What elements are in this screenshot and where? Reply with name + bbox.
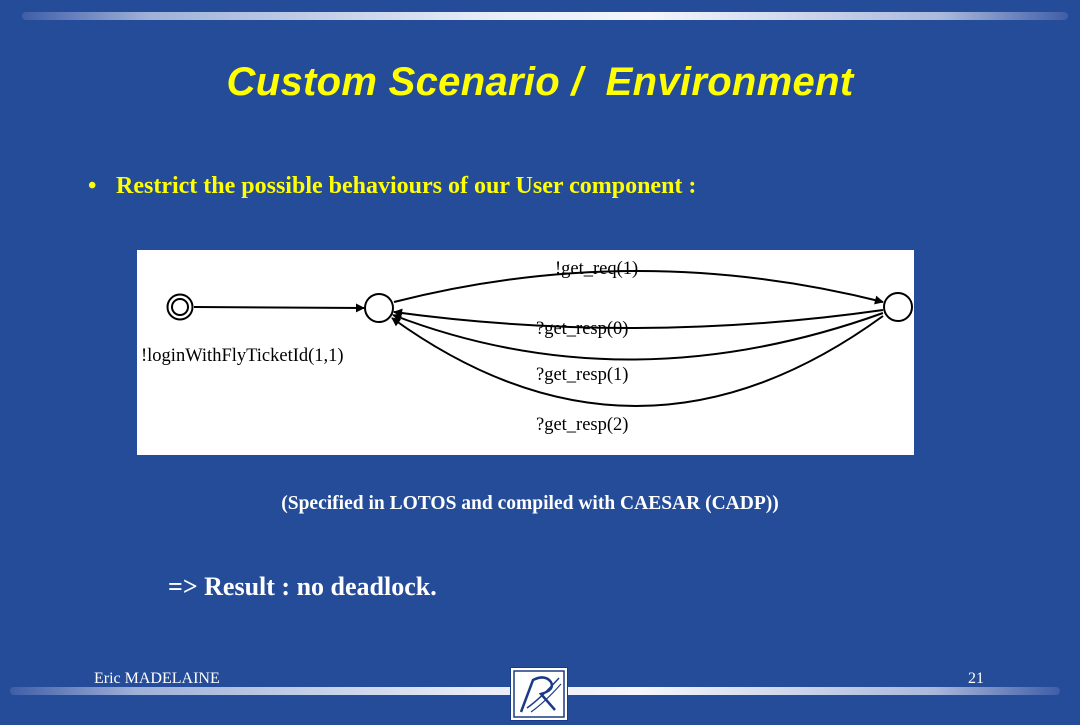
get-req-transition bbox=[393, 270, 884, 305]
login-label: !loginWithFlyTicketId(1,1) bbox=[141, 346, 344, 366]
waiting-state bbox=[883, 292, 913, 322]
get-resp-0-transition bbox=[393, 308, 884, 330]
get-resp-1-label: ?get_resp(1) bbox=[536, 365, 628, 385]
get-resp-1-transition bbox=[392, 312, 884, 361]
bullet-dot-icon: • bbox=[88, 173, 97, 199]
get-resp-2-label: ?get_resp(2) bbox=[536, 415, 628, 435]
get-req-label: !get_req(1) bbox=[555, 259, 638, 279]
slide-number: 21 bbox=[968, 670, 984, 687]
automaton-diagram: !loginWithFlyTicketId(1,1) !get_req(1) ?… bbox=[137, 250, 914, 455]
slide-title: Custom Scenario / Environment bbox=[226, 60, 854, 104]
get-resp-0-label: ?get_resp(0) bbox=[536, 319, 628, 339]
automaton-svg: !loginWithFlyTicketId(1,1) !get_req(1) ?… bbox=[141, 259, 913, 435]
diagram-caption: (Specified in LOTOS and compiled with CA… bbox=[281, 493, 779, 514]
result-text: => Result : no deadlock. bbox=[168, 572, 437, 601]
user-state bbox=[364, 293, 394, 323]
bullet-item: • Restrict the possible behaviours of our… bbox=[88, 173, 696, 200]
top-decorative-rule bbox=[22, 12, 1068, 20]
footer-author: Eric MADELAINE bbox=[94, 670, 220, 687]
institution-logo-icon bbox=[510, 667, 568, 721]
initial-state bbox=[166, 293, 194, 321]
get-resp-2-transition bbox=[391, 315, 884, 407]
login-transition bbox=[193, 303, 365, 313]
bullet-text: Restrict the possible behaviours of our … bbox=[116, 173, 697, 199]
